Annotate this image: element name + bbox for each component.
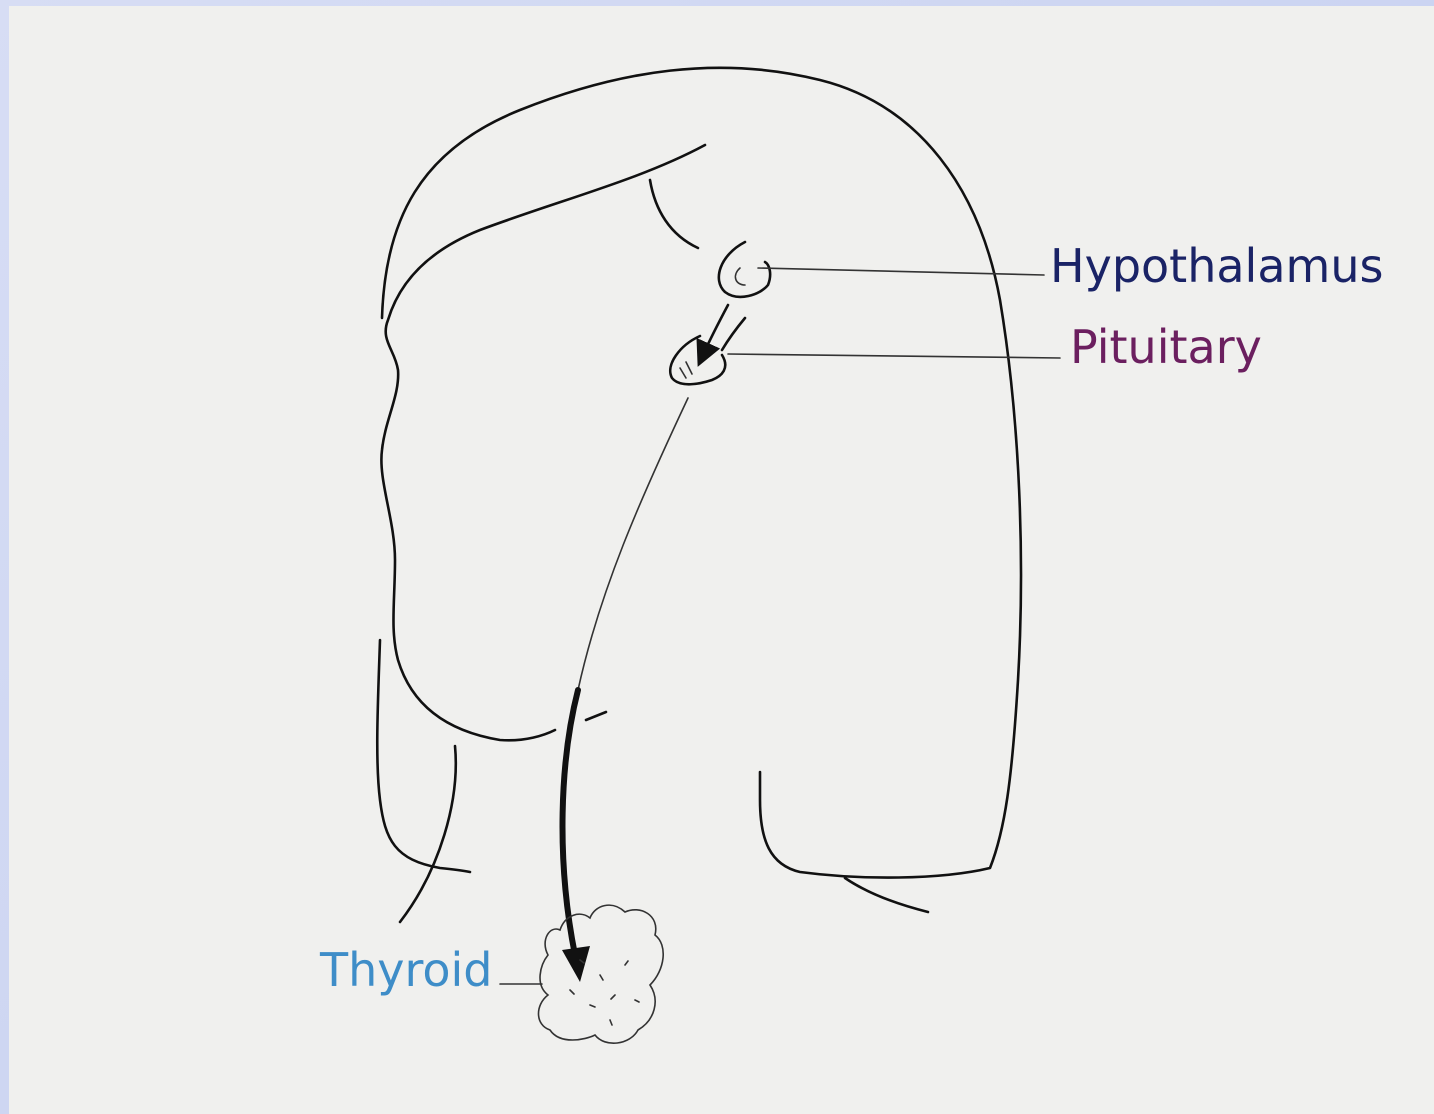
neck-mark [586,712,606,720]
hypothalamus-inner [735,268,745,285]
neck-front [400,746,456,922]
pituitary-shape [670,336,725,384]
pituitary-label: Pituitary [1070,320,1262,374]
hair-strand [650,180,698,248]
pituitary-leader [728,354,1060,358]
thyroid-shape [538,905,663,1043]
thyroid-arrowhead [562,946,590,982]
hypothalamus-shape [719,242,770,297]
shoulder-line [845,878,928,912]
pituitary-to-neck-line [578,398,688,690]
head-outline [382,68,1021,878]
hypothalamus-label: Hypothalamus [1050,239,1383,293]
face-profile [381,145,705,740]
hypothalamus-leader [758,268,1044,275]
pituitary-hatch [680,362,692,378]
thyroid-label: Thyroid [319,943,493,997]
pituitary-stalk [722,318,745,350]
